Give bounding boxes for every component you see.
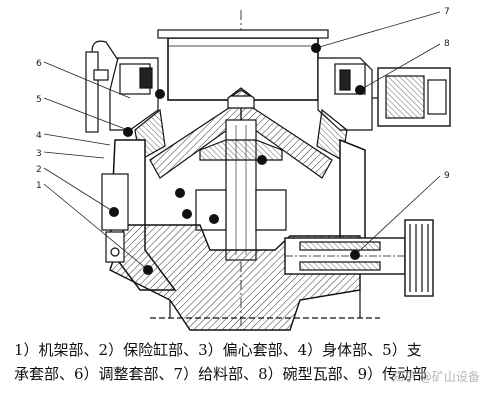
main-shell-right <box>339 138 366 241</box>
cone-cap <box>230 89 252 97</box>
hydraulic-cylinder-left <box>85 51 99 133</box>
callout-3: 3 <box>36 149 42 159</box>
top-cap-plate <box>157 29 329 39</box>
watermark: 知乎 @矿山设备 <box>392 370 480 384</box>
callout-6: 6 <box>36 59 42 69</box>
callout-1: 1 <box>36 181 42 191</box>
callout-7: 7 <box>444 7 450 17</box>
callout-2: 2 <box>36 165 42 175</box>
figure-caption: 1）机架部、2）保险缸部、3）偏心套部、4）身体部、5）支 承套部、6）调整套部… <box>14 338 494 386</box>
left-support-plate <box>101 173 129 231</box>
socket-ring <box>199 139 283 161</box>
crushing-cone-right <box>240 98 333 179</box>
leader-lines <box>43 11 441 271</box>
eccentric-bushing <box>195 189 227 231</box>
cone-top <box>227 87 255 109</box>
cone-crusher-diagram: 6 5 4 3 2 1 7 8 9 <box>36 7 451 331</box>
callout-4: 4 <box>36 131 42 141</box>
callout-8: 8 <box>444 39 450 49</box>
callout-5: 5 <box>36 95 42 105</box>
caption-line-2: 承套部、6）调整套部、7）给料部、8）碗型瓦部、9）传动部 <box>14 365 428 383</box>
caption-line-1: 1）机架部、2）保险缸部、3）偏心套部、4）身体部、5）支 <box>14 341 422 359</box>
callout-numbers: 6 5 4 3 2 1 7 8 9 <box>36 7 450 191</box>
right-bracket-dark <box>339 69 351 91</box>
drive-pulley <box>404 219 434 297</box>
left-bracket-dark <box>139 67 153 89</box>
callout-9: 9 <box>444 171 450 181</box>
marker-dots <box>109 43 365 275</box>
crusher-drawing <box>85 10 451 331</box>
